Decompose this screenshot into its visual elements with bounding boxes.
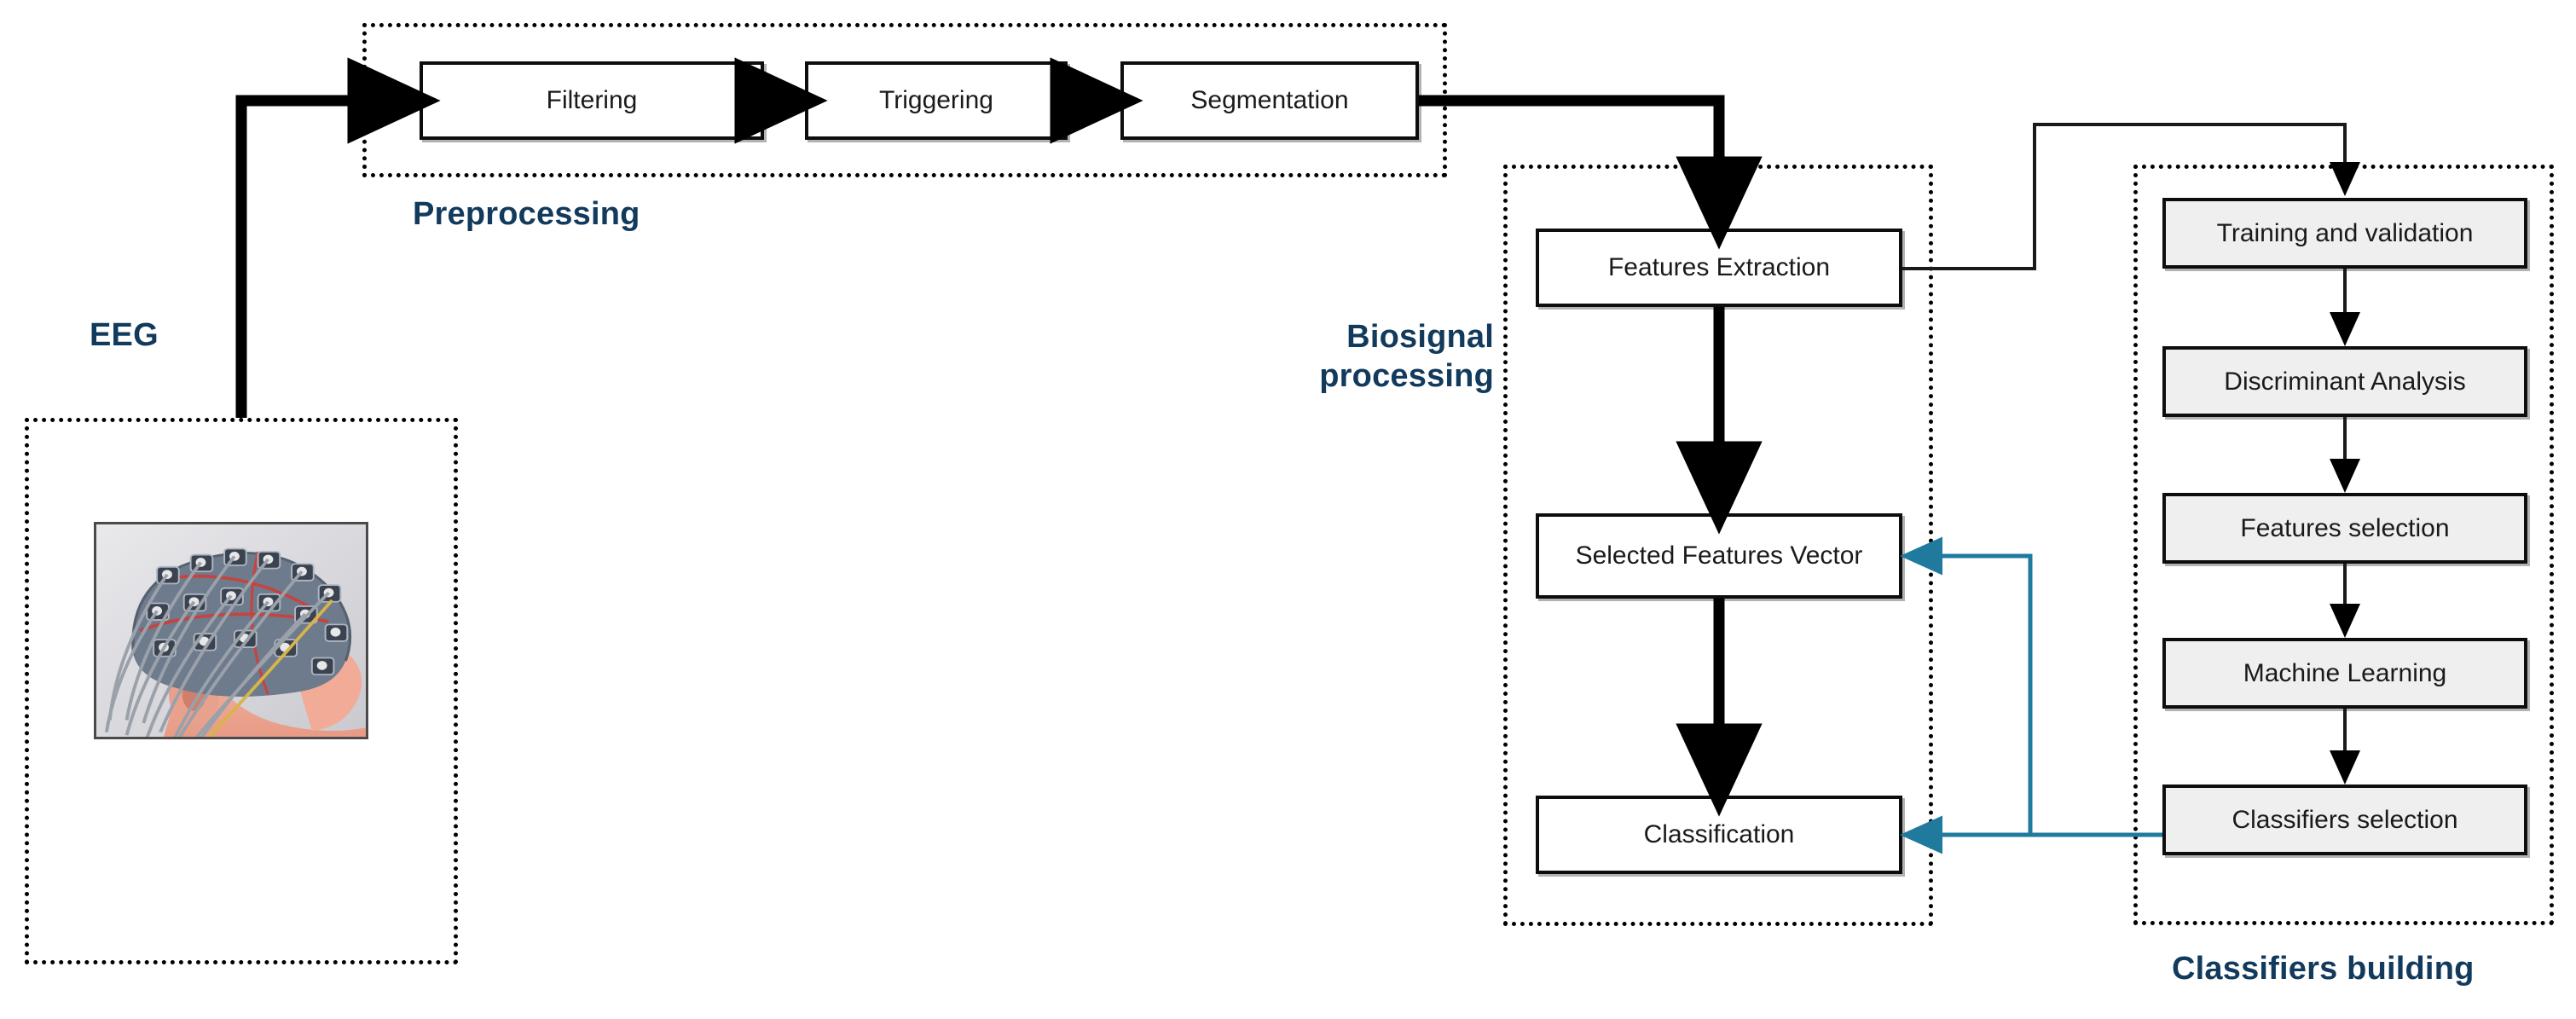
box-machine-learning-label: Machine Learning — [2243, 658, 2447, 687]
box-discriminant-analysis-label: Discriminant Analysis — [2224, 367, 2466, 396]
box-features-extraction[interactable]: Features Extraction — [1536, 229, 1902, 307]
caption-preprocessing: Preprocessing — [413, 196, 640, 232]
box-triggering-label: Triggering — [879, 86, 993, 114]
box-classification[interactable]: Classification — [1536, 796, 1902, 874]
box-training-and-validation[interactable]: Training and validation — [2162, 198, 2527, 269]
box-training-and-validation-label: Training and validation — [2216, 218, 2474, 247]
box-segmentation[interactable]: Segmentation — [1120, 61, 1419, 140]
box-machine-learning[interactable]: Machine Learning — [2162, 638, 2527, 709]
box-classification-label: Classification — [1643, 820, 1795, 848]
box-selected-features-vector-label: Selected Features Vector — [1575, 541, 1863, 570]
caption-biosignal-processing: Biosignal processing — [1319, 319, 1494, 394]
eeg-cap-photo — [94, 522, 368, 739]
box-discriminant-analysis[interactable]: Discriminant Analysis — [2162, 346, 2527, 417]
box-features-selection-label: Features selection — [2240, 513, 2450, 542]
box-features-selection[interactable]: Features selection — [2162, 493, 2527, 564]
box-triggering[interactable]: Triggering — [805, 61, 1068, 140]
box-filtering[interactable]: Filtering — [420, 61, 764, 140]
eeg-cap-illustration — [96, 524, 366, 737]
box-classifiers-selection[interactable]: Classifiers selection — [2162, 785, 2527, 855]
box-classifiers-selection-label: Classifiers selection — [2232, 805, 2458, 834]
wire-classifiers-selection-to-selected-features-vector — [1900, 536, 2033, 835]
caption-eeg: EEG — [90, 317, 159, 353]
group-eeg — [25, 418, 458, 964]
box-filtering-label: Filtering — [546, 86, 638, 114]
caption-classifiers-building: Classifiers building — [2172, 951, 2475, 987]
box-selected-features-vector[interactable]: Selected Features Vector — [1536, 513, 1902, 599]
box-segmentation-label: Segmentation — [1190, 86, 1349, 114]
box-features-extraction-label: Features Extraction — [1607, 253, 1831, 281]
